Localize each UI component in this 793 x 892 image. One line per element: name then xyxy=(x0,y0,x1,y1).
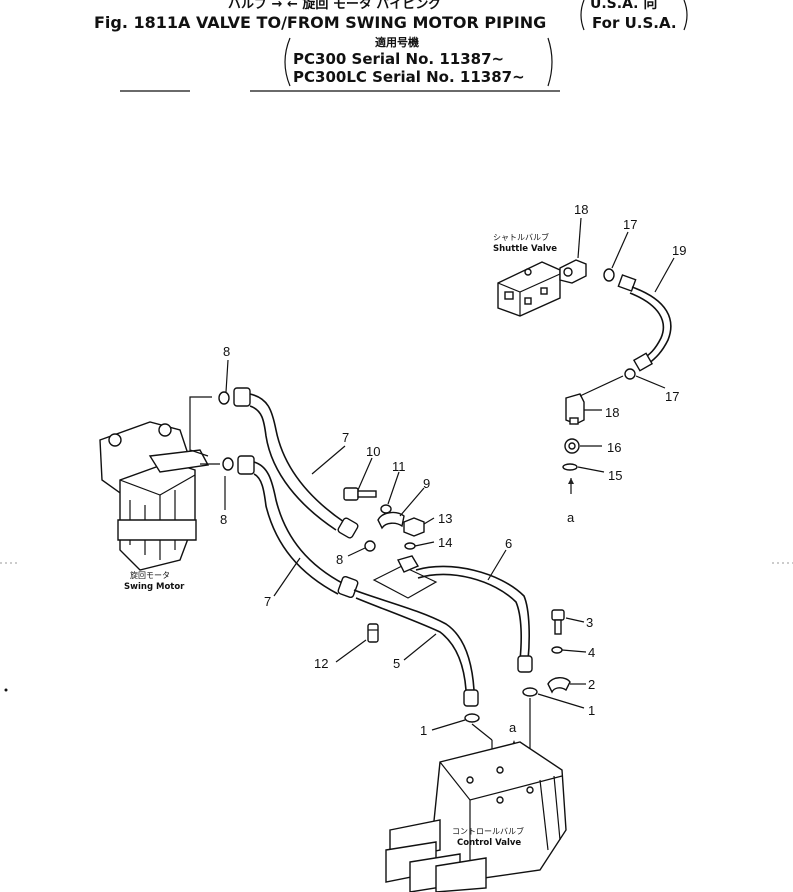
callout-1-right: 1 xyxy=(588,703,595,718)
o-ring-1-right xyxy=(522,687,538,697)
japanese-title: バルブ → ← 旋回 モータ パイピング xyxy=(228,0,441,12)
control-valve-label: Control Valve xyxy=(457,838,521,848)
callouts: 18 17 19 17 18 16 15 a 8 8 8 7 7 10 11 9… xyxy=(220,202,686,738)
market-jp: U.S.A. 向 xyxy=(590,0,657,12)
callout-14: 14 xyxy=(438,535,452,550)
scan-dot xyxy=(4,688,8,692)
serial-bracket-right xyxy=(547,37,553,87)
callout-17-bottom: 17 xyxy=(665,389,679,404)
callout-18-top: 18 xyxy=(574,202,588,217)
callout-16: 16 xyxy=(607,440,621,455)
serial-line-1: PC300 Serial No. 11387~ xyxy=(293,50,504,68)
nut-13 xyxy=(403,517,425,537)
callout-7-top: 7 xyxy=(342,430,349,445)
bracket-plate xyxy=(372,565,438,599)
hose-19 xyxy=(617,274,672,372)
control-valve-jp-label: コントロールバルブ xyxy=(452,826,524,836)
shuttle-valve-jp-label: シャトルバルブ xyxy=(493,232,549,242)
callout-6: 6 xyxy=(505,536,512,551)
callout-19: 19 xyxy=(672,243,686,258)
washer-11 xyxy=(380,504,392,514)
serial-line-2: PC300LC Serial No. 11387~ xyxy=(293,68,525,86)
callout-3: 3 xyxy=(586,615,593,630)
elbow-18-bottom xyxy=(565,393,585,425)
o-ring-17-top xyxy=(603,268,615,282)
connector-16 xyxy=(564,438,580,454)
market-label: For U.S.A. xyxy=(592,14,677,32)
callout-10: 10 xyxy=(366,444,380,459)
callout-17-top: 17 xyxy=(623,217,637,232)
shuttle-valve xyxy=(497,259,587,317)
callout-15: 15 xyxy=(608,468,622,483)
header: バルブ → ← 旋回 モータ パイピング Fig. 1811A VALVE TO… xyxy=(94,0,688,92)
callout-8-mid: 8 xyxy=(336,552,343,567)
market-bracket-left xyxy=(580,0,585,31)
washer-14 xyxy=(404,542,416,550)
o-ring-17-bottom xyxy=(624,368,636,380)
pipe-5 xyxy=(353,589,479,707)
applicable-jp: 適用号機 xyxy=(375,35,419,49)
bolt-12 xyxy=(367,623,379,643)
callout-1-left: 1 xyxy=(420,723,427,738)
washer-4 xyxy=(551,646,563,654)
o-ring-8-top xyxy=(218,391,230,405)
callout-5: 5 xyxy=(393,656,400,671)
figure-title: Fig. 1811A VALVE TO/FROM SWING MOTOR PIP… xyxy=(94,13,546,32)
swing-motor xyxy=(99,421,210,571)
callout-7-left: 7 xyxy=(264,594,271,609)
callout-18-bottom: 18 xyxy=(605,405,619,420)
hose-7-lower xyxy=(237,455,359,599)
callout-13: 13 xyxy=(438,511,452,526)
serial-bracket-left xyxy=(284,37,291,87)
hose-7-upper xyxy=(233,387,359,539)
bolt-10 xyxy=(343,487,377,501)
market-bracket-right xyxy=(683,0,688,31)
o-ring-8-mid xyxy=(364,540,376,552)
callout-2: 2 xyxy=(588,677,595,692)
callout-11: 11 xyxy=(392,459,406,474)
arrow-a-top xyxy=(568,478,574,484)
leader-lines xyxy=(224,217,675,731)
pipe-6 xyxy=(415,565,533,673)
label-a-top: a xyxy=(567,510,575,525)
clamp-2 xyxy=(547,677,571,694)
bolt-3 xyxy=(551,609,565,635)
callout-9: 9 xyxy=(423,476,430,491)
callout-12: 12 xyxy=(314,656,328,671)
swing-motor-label: Swing Motor xyxy=(124,582,185,592)
o-ring-1-left xyxy=(464,713,480,723)
control-valve xyxy=(385,741,567,892)
o-ring-8-left xyxy=(222,457,234,471)
label-a-bottom: a xyxy=(509,720,517,735)
o-ring-15 xyxy=(562,463,578,471)
callout-8-left: 8 xyxy=(220,512,227,527)
callout-4: 4 xyxy=(588,645,595,660)
clamp-9 xyxy=(377,511,405,530)
callout-8-top: 8 xyxy=(223,344,230,359)
shuttle-valve-label: Shuttle Valve xyxy=(493,244,557,254)
swing-motor-jp-label: 旋回モータ xyxy=(130,570,170,580)
